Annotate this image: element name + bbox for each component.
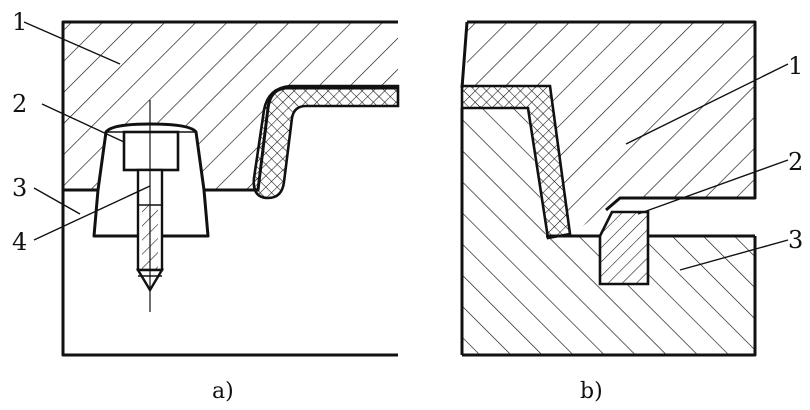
- frame-b-right: [462, 20, 757, 357]
- label-2-b: 2: [788, 148, 803, 176]
- insert-b: [598, 210, 650, 286]
- leader-1-a: [23, 21, 121, 65]
- leader-4-a: [33, 185, 151, 241]
- upper-mold-a: [63, 22, 398, 190]
- caption-a: a): [212, 379, 234, 404]
- leader-1-b: [625, 63, 789, 145]
- leader-2-b: [637, 159, 789, 215]
- sheet-a: [252, 84, 400, 200]
- figure-a: 1 2 3 4 a): [12, 8, 400, 404]
- leader-2-a: [41, 103, 125, 143]
- lower-mold-b: [462, 106, 755, 355]
- figure-b: 1 2 3 b): [460, 20, 803, 404]
- caption-b: b): [580, 379, 603, 404]
- label-3-b: 3: [788, 226, 803, 254]
- label-1-b: 1: [788, 52, 803, 80]
- leader-3-a: [33, 187, 81, 215]
- frame-b-left: [460, 21, 469, 355]
- leader-3-b: [679, 239, 789, 271]
- upper-mold-b: [467, 22, 755, 236]
- label-2-a: 2: [12, 90, 27, 118]
- label-1-a: 1: [12, 8, 27, 36]
- label-4-a: 4: [12, 228, 27, 256]
- label-3-a: 3: [12, 174, 27, 202]
- screw-head-a: [122, 130, 180, 172]
